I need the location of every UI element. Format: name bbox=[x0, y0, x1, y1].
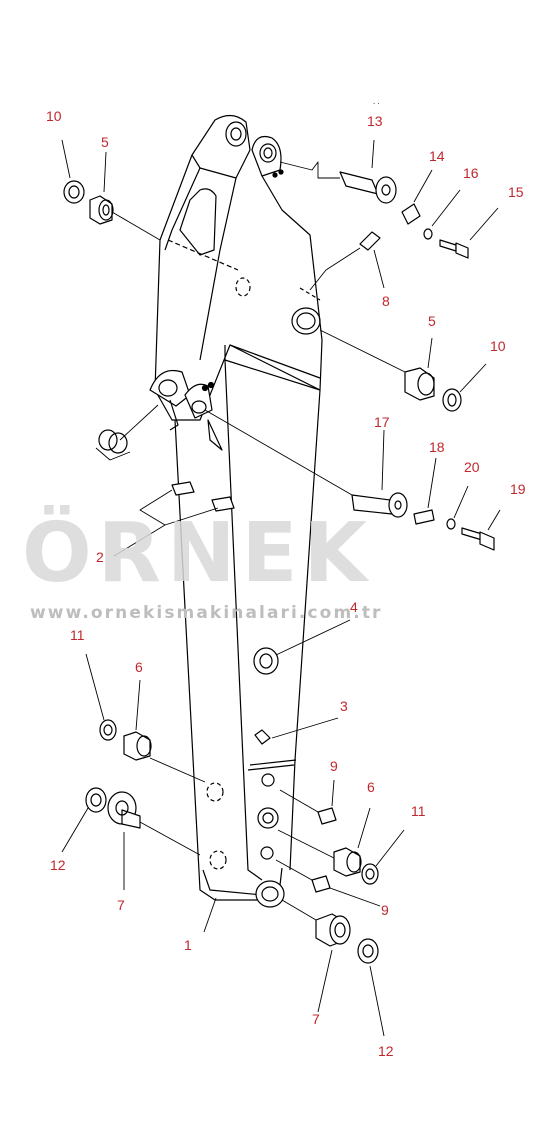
callout-12-left: 12 bbox=[50, 857, 66, 873]
callout-9-bottom: 9 bbox=[381, 902, 389, 918]
callout-7-left: 7 bbox=[117, 897, 125, 913]
callout-2: 2 bbox=[96, 549, 104, 565]
callout-5-right: 5 bbox=[428, 313, 436, 329]
callout-4: 4 bbox=[350, 599, 358, 615]
callout-15: 15 bbox=[508, 184, 524, 200]
callout-13: 13 bbox=[367, 113, 383, 129]
svg-text:. .: . . bbox=[373, 97, 380, 106]
callout-17: 17 bbox=[374, 414, 390, 430]
callout-12-right: 12 bbox=[378, 1043, 394, 1059]
callout-6-left: 6 bbox=[135, 659, 143, 675]
callout-18: 18 bbox=[429, 439, 445, 455]
callout-10-top: 10 bbox=[46, 108, 62, 124]
callout-10-right: 10 bbox=[490, 338, 506, 354]
callout-7-right: 7 bbox=[312, 1011, 320, 1027]
callout-16: 16 bbox=[463, 165, 479, 181]
callout-11-right: 11 bbox=[411, 803, 426, 819]
callout-20: 20 bbox=[464, 459, 480, 475]
callout-11-left: 11 bbox=[70, 627, 85, 643]
callout-5-top: 5 bbox=[101, 134, 109, 150]
callout-14: 14 bbox=[429, 148, 445, 164]
callout-1: 1 bbox=[184, 937, 192, 953]
callout-3: 3 bbox=[340, 698, 348, 714]
boom-body bbox=[149, 114, 323, 908]
ring-10-top bbox=[63, 180, 85, 204]
callout-9-top: 9 bbox=[330, 758, 338, 774]
callout-6-right: 6 bbox=[367, 779, 375, 795]
callout-8: 8 bbox=[382, 293, 390, 309]
callout-19: 19 bbox=[510, 481, 526, 497]
